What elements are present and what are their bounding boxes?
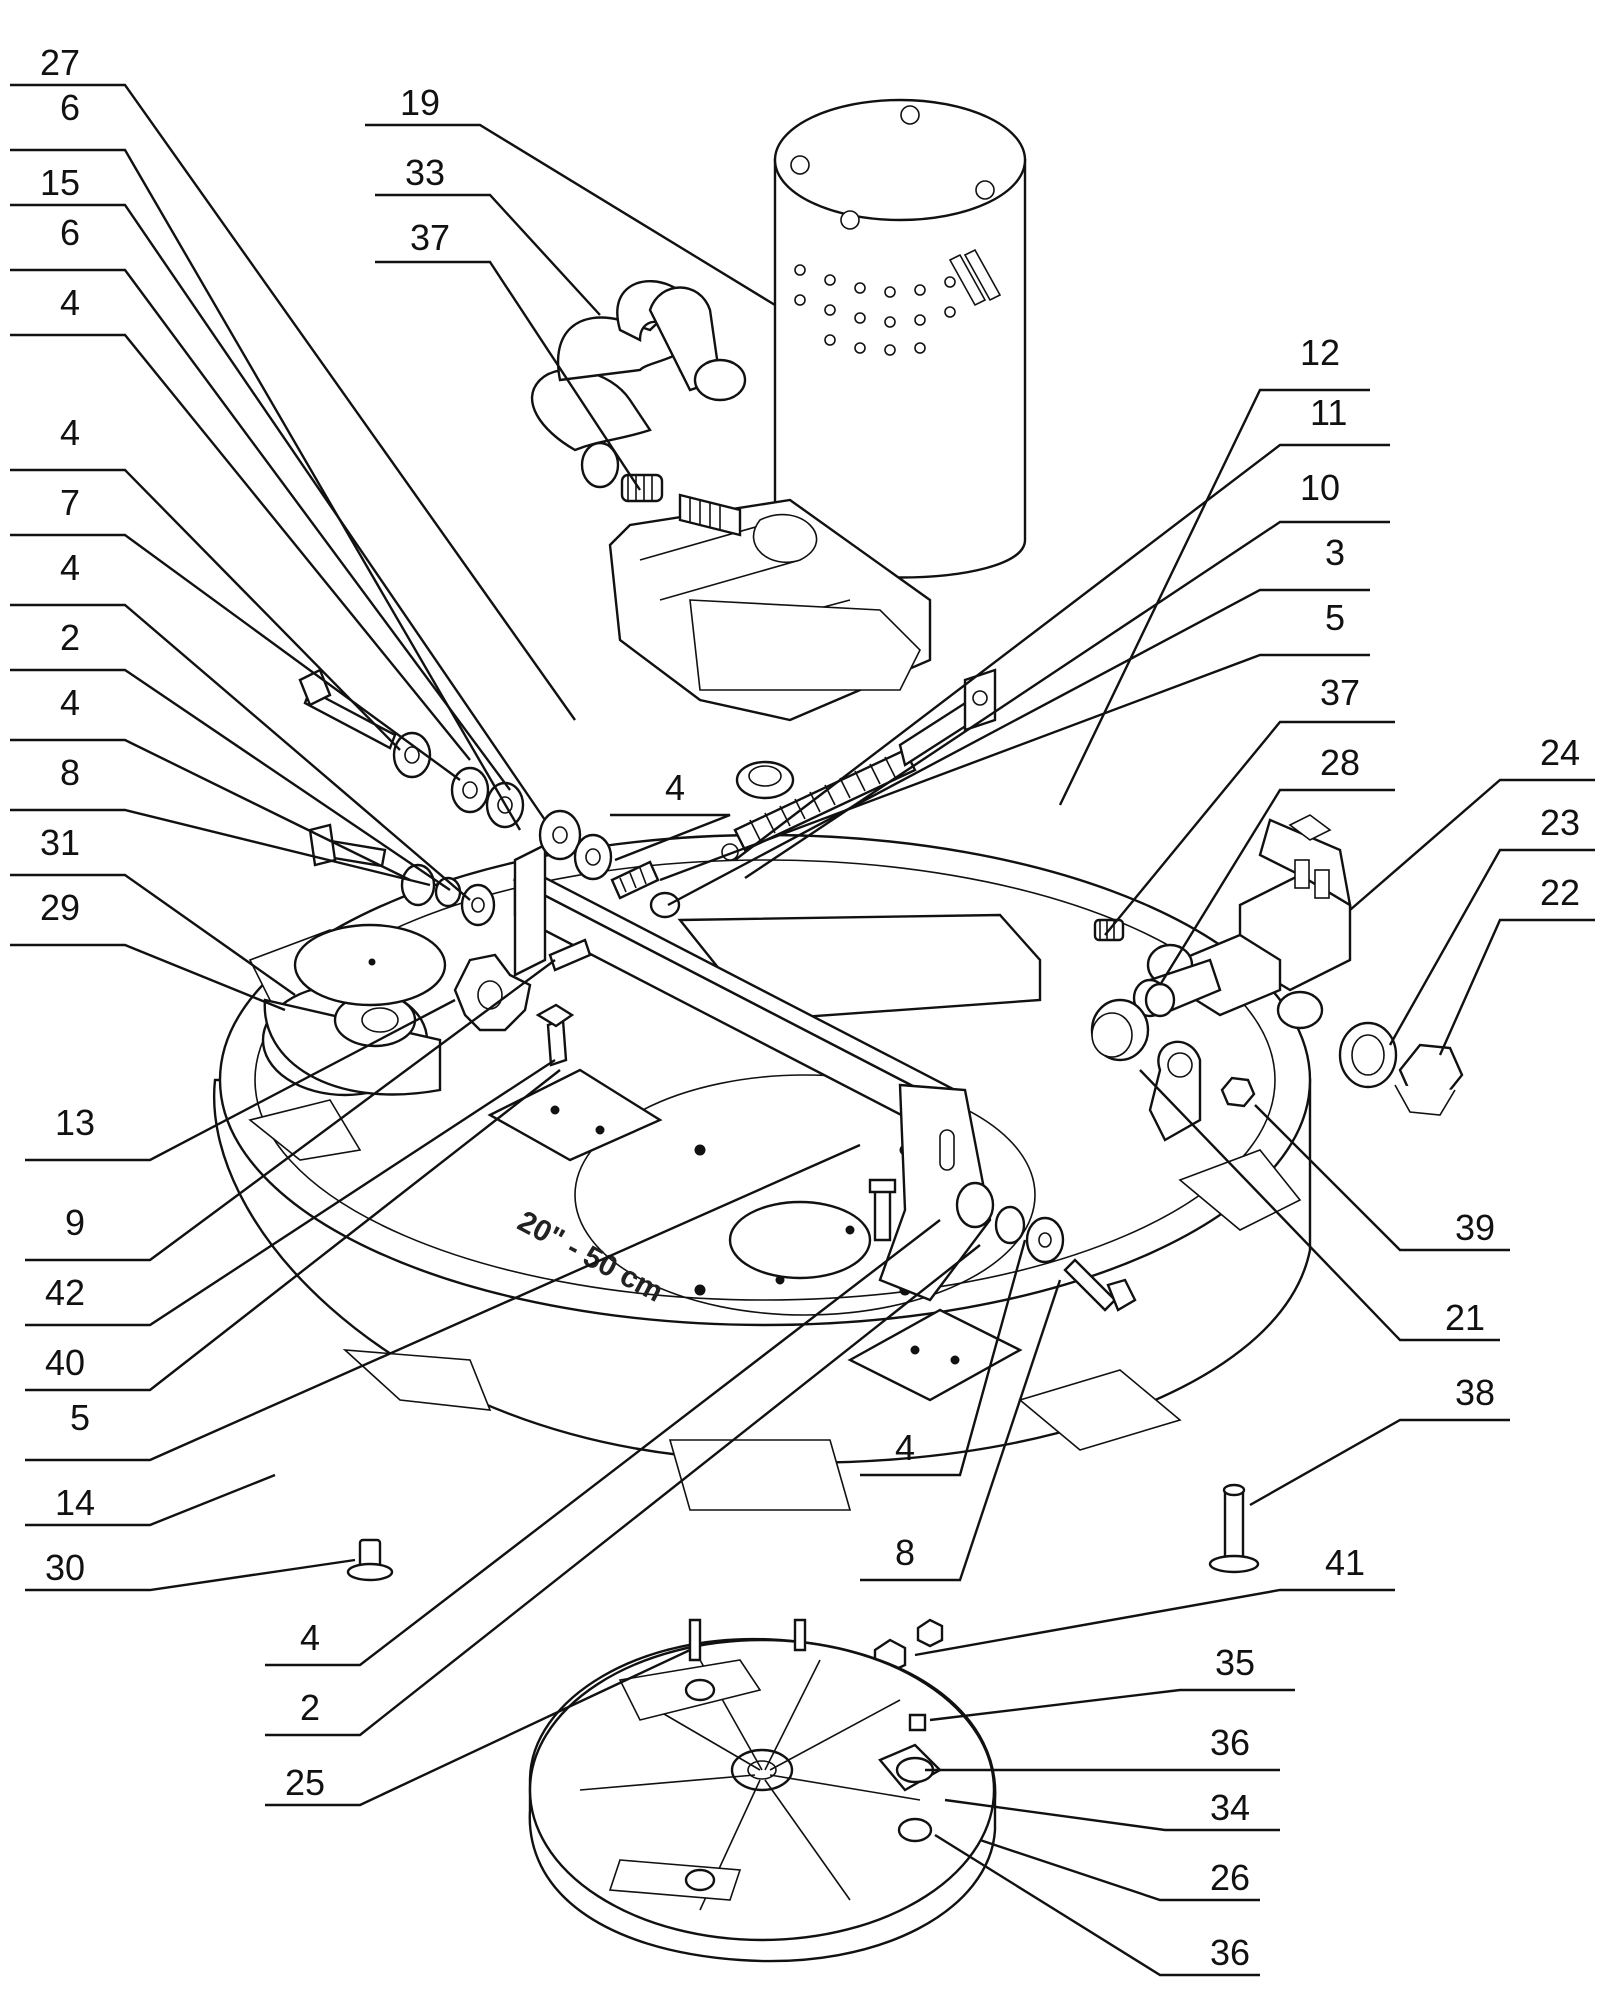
callout-2: 2 xyxy=(60,617,80,658)
right-washers xyxy=(955,1181,1065,1264)
valve-nut xyxy=(1394,1043,1464,1116)
callout-34: 34 xyxy=(1210,1787,1250,1828)
callout-15: 15 xyxy=(40,162,80,203)
callout-9: 9 xyxy=(65,1202,85,1243)
callout-26: 26 xyxy=(1210,1857,1250,1898)
motor xyxy=(773,98,1027,579)
callout-7: 7 xyxy=(60,482,80,523)
callout-42: 42 xyxy=(45,1272,85,1313)
callout-2b: 2 xyxy=(300,1687,320,1728)
callout-19: 19 xyxy=(400,82,440,123)
pad-driver xyxy=(528,1618,997,1963)
pin-3 xyxy=(649,891,681,919)
callout-4: 4 xyxy=(60,282,80,323)
callout-8-lower: 8 xyxy=(895,1532,915,1573)
motor-vent-holes xyxy=(794,264,956,356)
callout-27: 27 xyxy=(40,42,80,83)
cross-bar-bracket xyxy=(512,843,992,1302)
callout-4b: 4 xyxy=(60,412,80,453)
callouts-top: 19 33 37 xyxy=(400,82,450,258)
valve-washer xyxy=(1338,1021,1398,1089)
bolt-8 xyxy=(308,823,387,868)
callout-6b: 6 xyxy=(60,212,80,253)
callout-3: 3 xyxy=(1325,532,1345,573)
small-spring xyxy=(610,860,660,900)
callout-35: 35 xyxy=(1215,1642,1255,1683)
callouts-right: 12 11 10 3 5 37 28 24 23 22 39 21 38 41 … xyxy=(1210,332,1580,1973)
callout-25: 25 xyxy=(285,1762,325,1803)
knurled-nut xyxy=(1090,998,1150,1062)
bolt-7 xyxy=(298,668,397,750)
spring-bracket xyxy=(898,668,997,767)
foot-30 xyxy=(346,1538,394,1582)
callout-23: 23 xyxy=(1540,802,1580,843)
callout-37b: 37 xyxy=(1320,672,1360,713)
callout-4-lower: 4 xyxy=(895,1427,915,1468)
bolt-center xyxy=(868,1178,897,1242)
threaded-pin-42 xyxy=(548,938,592,972)
callout-11: 11 xyxy=(1310,392,1347,433)
hex-nut-39 xyxy=(1220,1076,1256,1108)
callout-4d: 4 xyxy=(60,682,80,723)
callout-13: 13 xyxy=(55,1102,95,1143)
washer-stack xyxy=(392,731,613,927)
callout-36: 36 xyxy=(1210,1722,1250,1763)
callout-30: 30 xyxy=(45,1547,85,1588)
callout-5b: 5 xyxy=(1325,597,1345,638)
support-tab xyxy=(1148,1040,1202,1142)
callout-4-center: 4 xyxy=(665,767,685,808)
callouts-center: 4 4 8 xyxy=(665,767,915,1573)
gearbox xyxy=(608,498,932,722)
nut-41 xyxy=(873,1618,944,1674)
callout-14: 14 xyxy=(55,1482,95,1523)
callout-24: 24 xyxy=(1540,732,1580,773)
callout-37: 37 xyxy=(410,217,450,258)
callout-8: 8 xyxy=(60,752,80,793)
pulley-lid xyxy=(293,923,447,1007)
callout-36b: 36 xyxy=(1210,1932,1250,1973)
bolt-right-8 xyxy=(1063,1258,1137,1312)
callout-38: 38 xyxy=(1455,1372,1495,1413)
hose-clamp xyxy=(620,473,664,503)
callout-6: 6 xyxy=(60,87,80,128)
callout-21: 21 xyxy=(1445,1297,1485,1338)
callout-33: 33 xyxy=(405,152,445,193)
callout-29: 29 xyxy=(40,887,80,928)
leader-lines xyxy=(10,83,1595,1977)
callout-40: 40 xyxy=(45,1342,85,1383)
callout-22: 22 xyxy=(1540,872,1580,913)
callout-28: 28 xyxy=(1320,742,1360,783)
foot-38 xyxy=(1208,1483,1260,1574)
callout-10: 10 xyxy=(1300,467,1340,508)
callout-31: 31 xyxy=(40,822,80,863)
roller-bushing xyxy=(735,760,795,800)
pulley-cover xyxy=(261,983,442,1097)
hose-fitting xyxy=(678,493,742,537)
callout-4e: 4 xyxy=(300,1617,320,1658)
hex-bolt-40 xyxy=(535,1003,575,1067)
callout-39: 39 xyxy=(1455,1207,1495,1248)
callouts-left: 27 6 15 6 4 4 7 4 2 4 8 31 29 13 9 42 40… xyxy=(40,42,325,1803)
callout-4c: 4 xyxy=(60,547,80,588)
o-ring xyxy=(1144,982,1176,1018)
callout-5: 5 xyxy=(70,1397,90,1438)
water-hose xyxy=(530,280,747,489)
callout-12: 12 xyxy=(1300,332,1340,373)
callout-41: 41 xyxy=(1325,1542,1365,1583)
